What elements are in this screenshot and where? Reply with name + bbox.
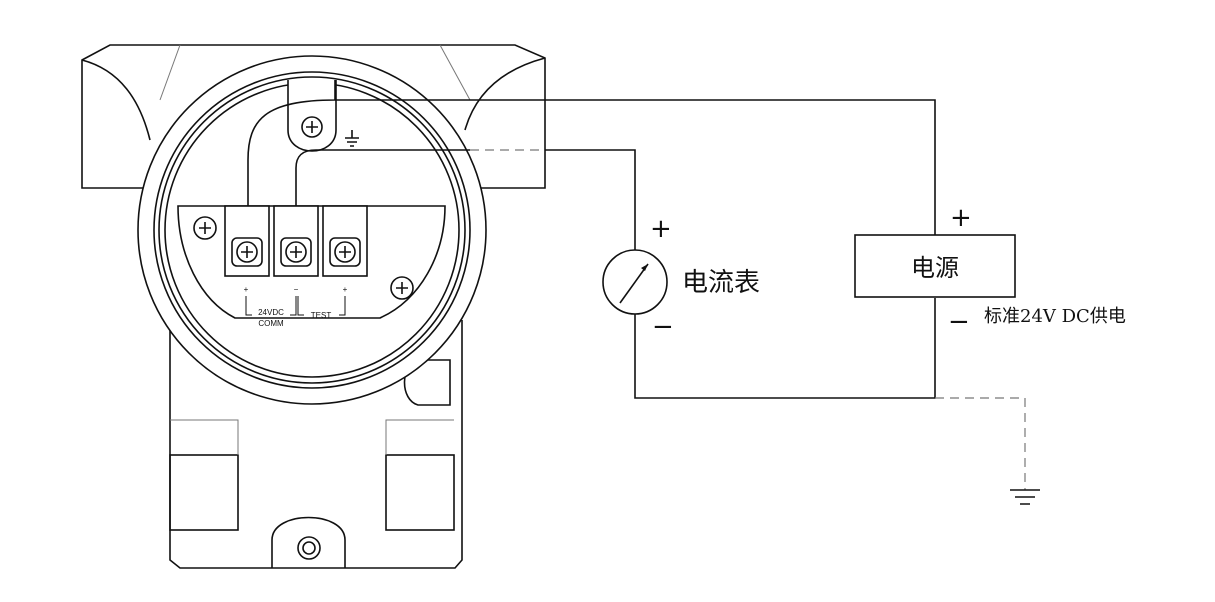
terminal-plus-left: + — [244, 285, 249, 294]
screw-icon — [231, 237, 263, 267]
terminal-label-test: TEST — [311, 311, 332, 320]
power-supply-minus: − — [948, 307, 970, 337]
power-supply: 电源 + − 标准24V DC供电 — [854, 203, 1126, 337]
terminal-label-comm: COMM — [258, 319, 284, 328]
screw-icon — [193, 216, 217, 240]
screw-icon — [301, 116, 323, 138]
ground-icon — [1010, 489, 1040, 505]
terminal-label-24vdc: 24VDC — [258, 308, 284, 317]
external-loop-wiring — [545, 99, 936, 399]
ground-bracket — [287, 80, 337, 152]
ammeter-minus: − — [652, 312, 674, 342]
earth-ground — [935, 397, 1040, 505]
internal-wires — [247, 80, 545, 206]
power-supply-plus: + — [950, 203, 972, 233]
ammeter: + − 电流表 — [602, 214, 760, 342]
power-supply-label: 电源 — [911, 254, 959, 282]
ammeter-icon — [602, 249, 668, 315]
ammeter-label: 电流表 — [682, 268, 760, 298]
screw-icon — [390, 276, 414, 300]
terminal-minus-mid: − — [294, 285, 299, 294]
ground-icon — [345, 130, 359, 147]
terminal-plus-right: + — [343, 285, 348, 294]
power-supply-note: 标准24V DC供电 — [984, 306, 1126, 327]
terminal-block: + − + 24VDC COMM TEST — [177, 205, 446, 328]
screw-icon — [329, 237, 361, 267]
ammeter-plus: + — [650, 214, 672, 244]
screw-icon — [280, 237, 312, 267]
